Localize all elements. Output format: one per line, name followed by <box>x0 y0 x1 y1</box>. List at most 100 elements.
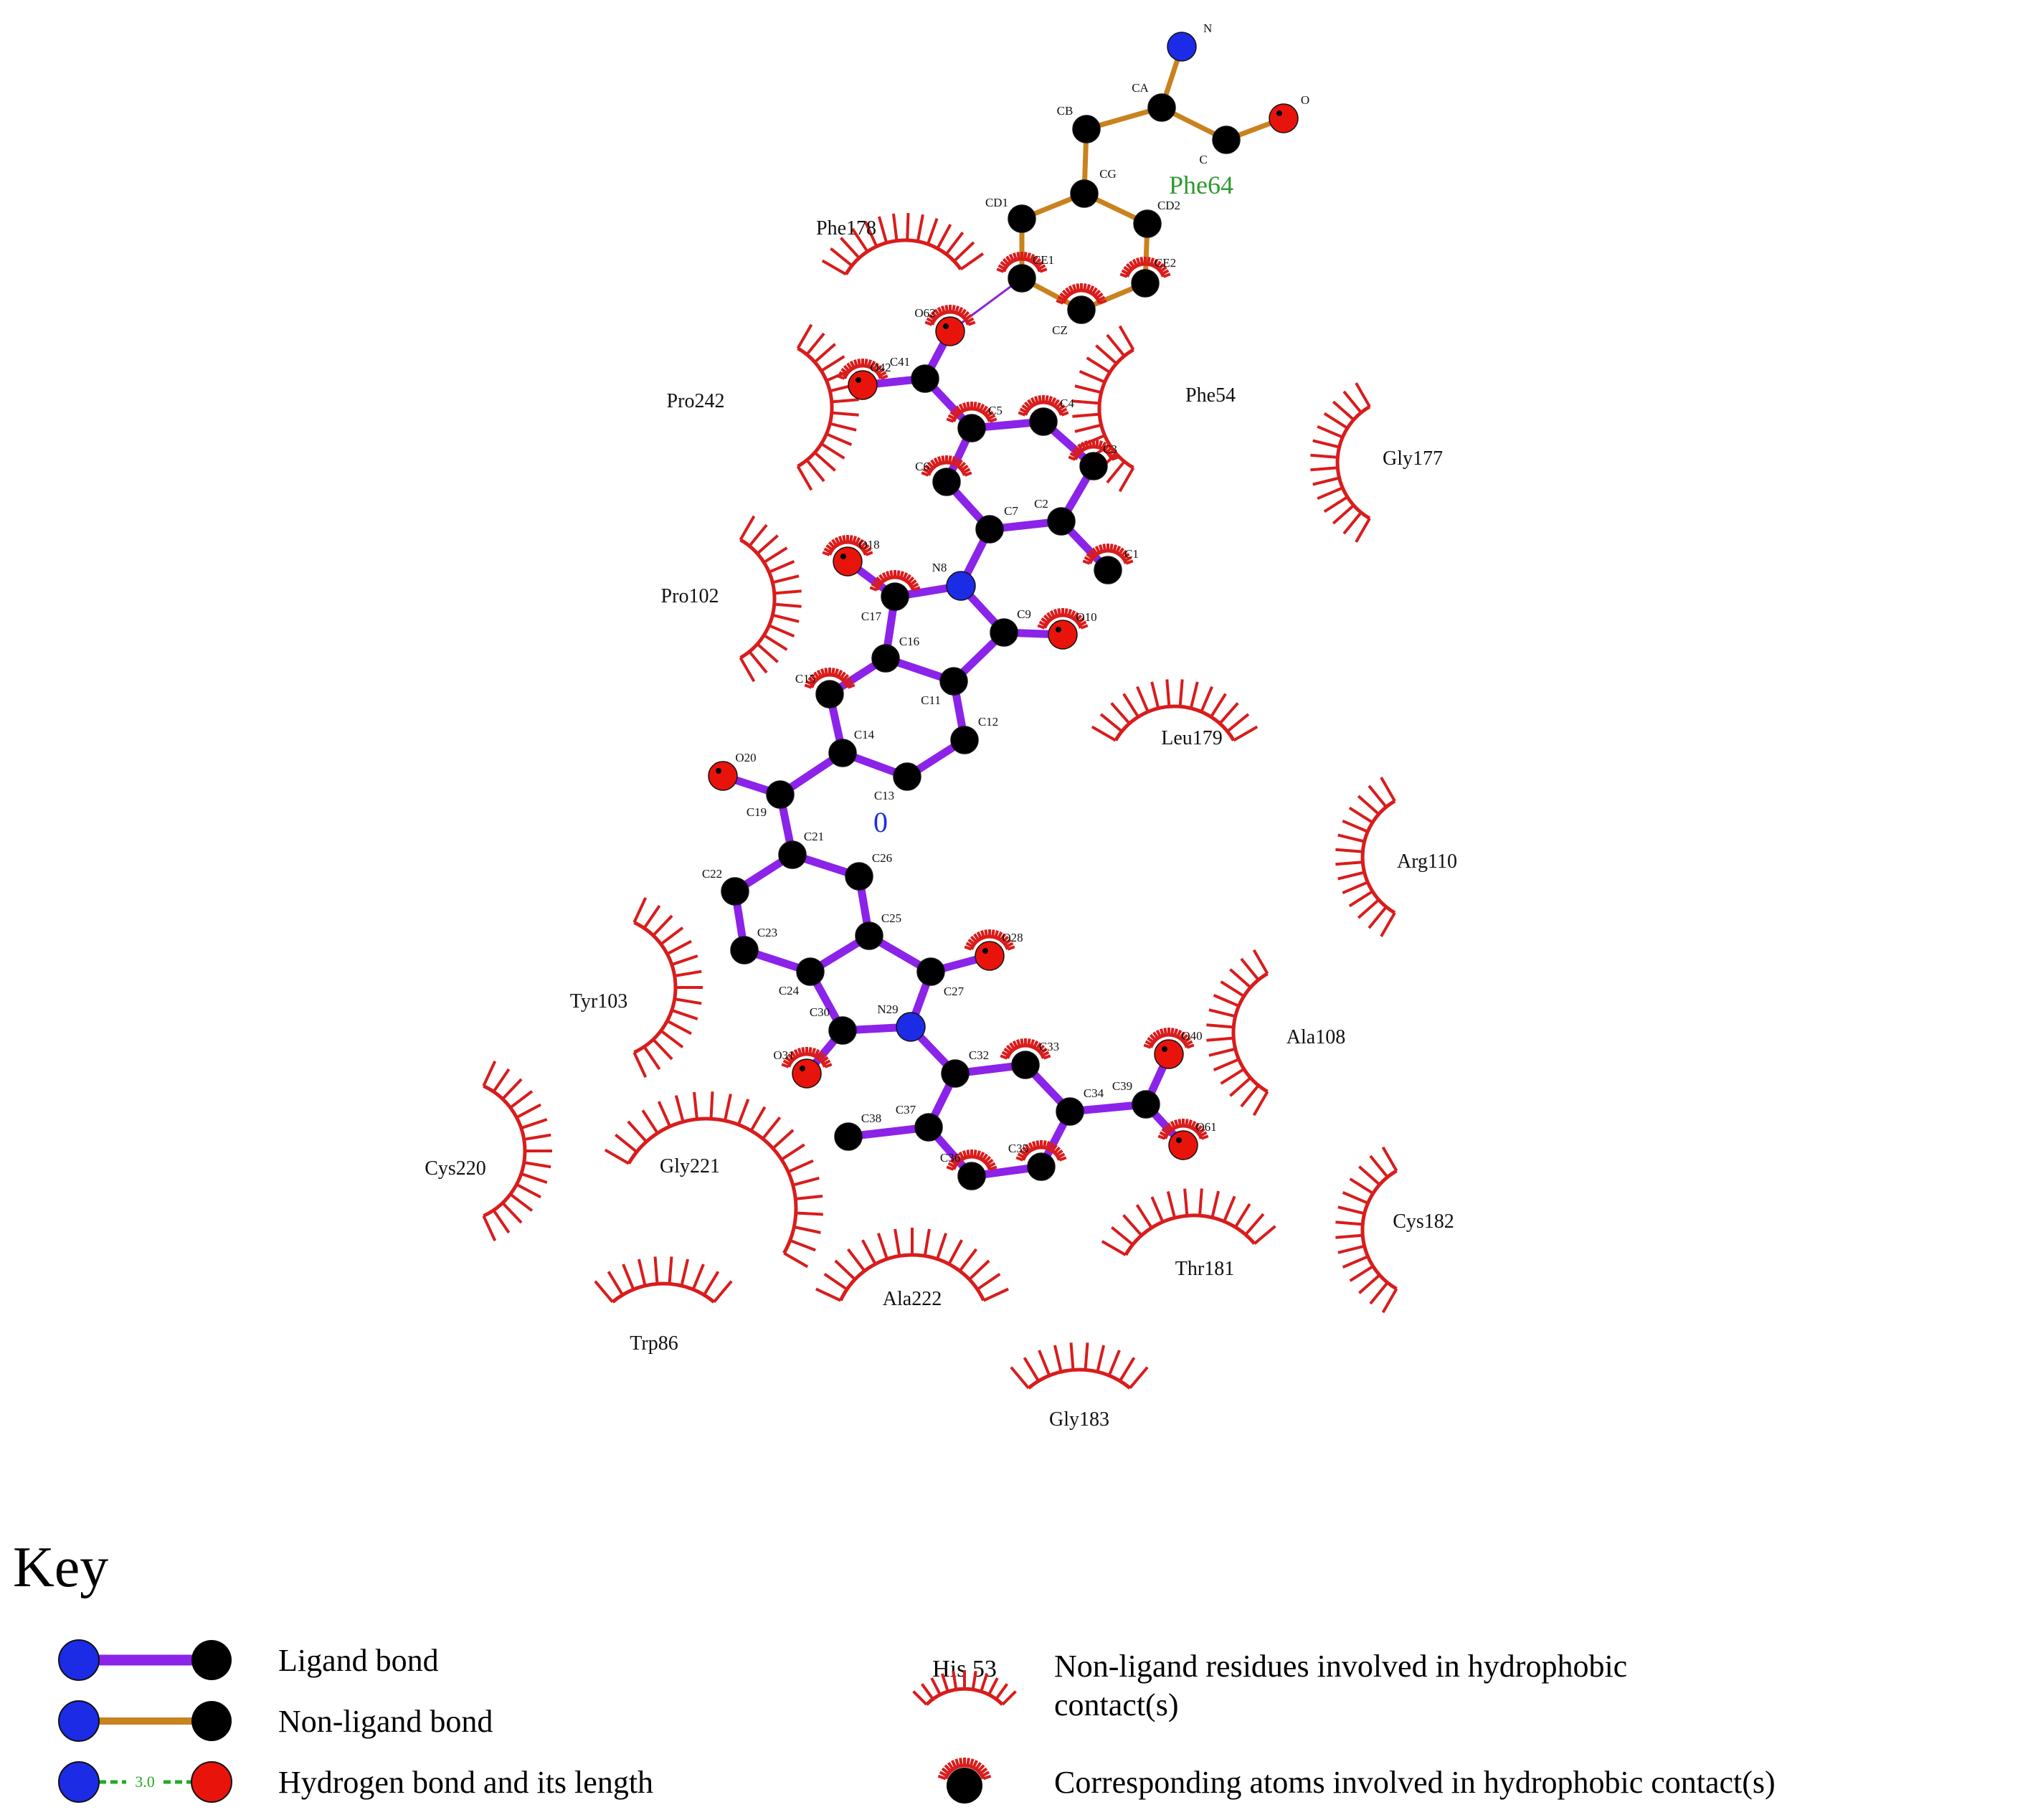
key-nonligand-bond: Non-ligand bond <box>58 1700 493 1742</box>
key-hydrophobic-residue-label-2: contact(s) <box>1054 1687 1178 1722</box>
atom-label-o: O <box>1301 93 1309 107</box>
atom-c6 <box>921 455 972 496</box>
key-hydrophobic-residue: His 53 Non-ligand residues involved in h… <box>912 1649 1627 1722</box>
atom-label-c24: C24 <box>779 984 800 997</box>
atom-label-o42: O42 <box>870 361 891 374</box>
atom-label-c6: C6 <box>915 460 929 473</box>
atom-label-c41: C41 <box>890 355 910 369</box>
atom-n <box>1167 32 1197 62</box>
hydrophobic-atom-marks <box>804 668 856 689</box>
hydrophobic-atom-marks <box>921 455 972 477</box>
hydrophobic-arc-ala108 <box>1206 949 1269 1117</box>
atom-o18 <box>822 535 873 577</box>
hydrophobic-arc-cys220 <box>482 1061 552 1241</box>
atom-label-c26: C26 <box>872 851 892 865</box>
residue-label-trp86: Trp86 <box>630 1332 678 1355</box>
atom-cz <box>1056 283 1107 324</box>
hydrophobic-atom-marks <box>1157 1119 1209 1140</box>
hydrophobic-arc-gly221 <box>604 1091 823 1269</box>
residue-label-phe54: Phe54 <box>1185 384 1236 407</box>
hydrophobic-arc-gly177 <box>1310 382 1371 543</box>
atom-c11 <box>939 667 968 696</box>
atom-label-c1: C1 <box>1124 547 1139 561</box>
atom-c19 <box>766 780 795 809</box>
atom-o31 <box>781 1047 833 1089</box>
hydrophobic-arc-gly183 <box>1010 1342 1149 1390</box>
atom-c32 <box>941 1059 970 1088</box>
hydrophobic-atom-marks <box>946 402 997 423</box>
atom-label-o28: O28 <box>1002 931 1023 944</box>
atom-label-cd2: CD2 <box>1157 199 1180 212</box>
atom-c33 <box>1000 1038 1051 1079</box>
key-hydrophobic-residue-label-1: Non-ligand residues involved in hydropho… <box>1054 1649 1627 1684</box>
atoms <box>708 32 1299 1190</box>
atom-label-c5: C5 <box>988 404 1003 417</box>
hydrophobic-atom-marks <box>1068 440 1119 461</box>
atom-label-c: C <box>1199 153 1207 166</box>
atom-label-c32: C32 <box>969 1048 989 1062</box>
key-ligand-bond-label: Ligand bond <box>278 1643 439 1678</box>
atom-c36 <box>946 1150 997 1190</box>
atom-label-c9: C9 <box>1017 607 1031 621</box>
atom-c9 <box>990 618 1018 647</box>
atom-label-c33: C33 <box>1039 1040 1059 1053</box>
atom-label-c3: C3 <box>1103 442 1117 456</box>
residue-label-pro242: Pro242 <box>667 390 725 412</box>
hydrophobic-atom-marks <box>1037 608 1089 630</box>
atom-cg <box>1070 179 1099 208</box>
atom-label-cz: CZ <box>1052 323 1068 337</box>
atom-c17 <box>869 570 921 611</box>
atom-o62 <box>924 305 976 346</box>
atom-label-c2: C2 <box>1034 497 1048 511</box>
atom-n29 <box>896 1012 926 1042</box>
hydrophobic-atom-marks <box>1018 395 1069 417</box>
atom-label-o20: O20 <box>735 751 756 764</box>
atom-label-c23: C23 <box>757 926 777 939</box>
atom-ce1 <box>996 252 1048 293</box>
atom-label-n8: N8 <box>932 561 947 574</box>
hydrophobic-atom-marks <box>822 535 873 556</box>
atom-label-n29: N29 <box>877 1003 898 1016</box>
key-hydrophobic-atoms: Corresponding atoms involved in hydropho… <box>937 1758 1776 1804</box>
atom-c27 <box>916 957 945 986</box>
key-hbond-label: Hydrogen bond and its length <box>278 1765 653 1800</box>
atom-c13 <box>893 762 921 791</box>
hydrophobic-atom-marks <box>1056 283 1107 305</box>
hydrophobic-atom-marks <box>964 929 1015 951</box>
hydrophobic-contact-arcs <box>482 213 1398 1390</box>
atom-o42 <box>837 359 888 400</box>
atom-label-c39: C39 <box>1112 1079 1132 1093</box>
hydrophobic-arc-ala222 <box>815 1228 1009 1302</box>
atom-label-o31: O31 <box>773 1048 794 1062</box>
atom-label-c36: C36 <box>940 1151 960 1165</box>
atom-label-o18: O18 <box>858 538 879 551</box>
atom-label-cd1: CD1 <box>985 196 1008 209</box>
atom-cd2 <box>1133 209 1162 238</box>
hydrophobic-atom-marks <box>781 1047 833 1068</box>
atom-label-c4: C4 <box>1060 397 1074 410</box>
hydrophobic-atom-marks <box>1119 257 1171 278</box>
key-hydrogen-bond: 3.0 Hydrogen bond and its length <box>58 1761 653 1803</box>
atom-label-c17: C17 <box>861 610 882 623</box>
hydrophobic-arc-pro102 <box>739 515 802 683</box>
atom-o61 <box>1157 1119 1209 1160</box>
hydrophobic-atom-marks <box>869 570 921 592</box>
ligand-id-label: 0 <box>873 806 888 838</box>
atom-c16 <box>871 644 900 673</box>
atom-label-o10: O10 <box>1076 610 1096 624</box>
nonligand-bonds <box>1019 44 1286 313</box>
residue-label-ala108: Ala108 <box>1286 1026 1345 1048</box>
residue-label-gly221: Gly221 <box>660 1155 720 1177</box>
atom-label-c37: C37 <box>896 1103 916 1117</box>
atom-c39 <box>1132 1090 1160 1119</box>
atom-c24 <box>796 957 825 986</box>
atom-label-c19: C19 <box>747 805 767 819</box>
atom-label-c25: C25 <box>881 911 901 925</box>
atom-o20 <box>708 761 738 791</box>
residue-label-gly177: Gly177 <box>1383 447 1443 470</box>
atom-c3 <box>1068 440 1119 480</box>
atom-c41 <box>911 364 939 393</box>
atom-label-c27: C27 <box>944 985 965 998</box>
